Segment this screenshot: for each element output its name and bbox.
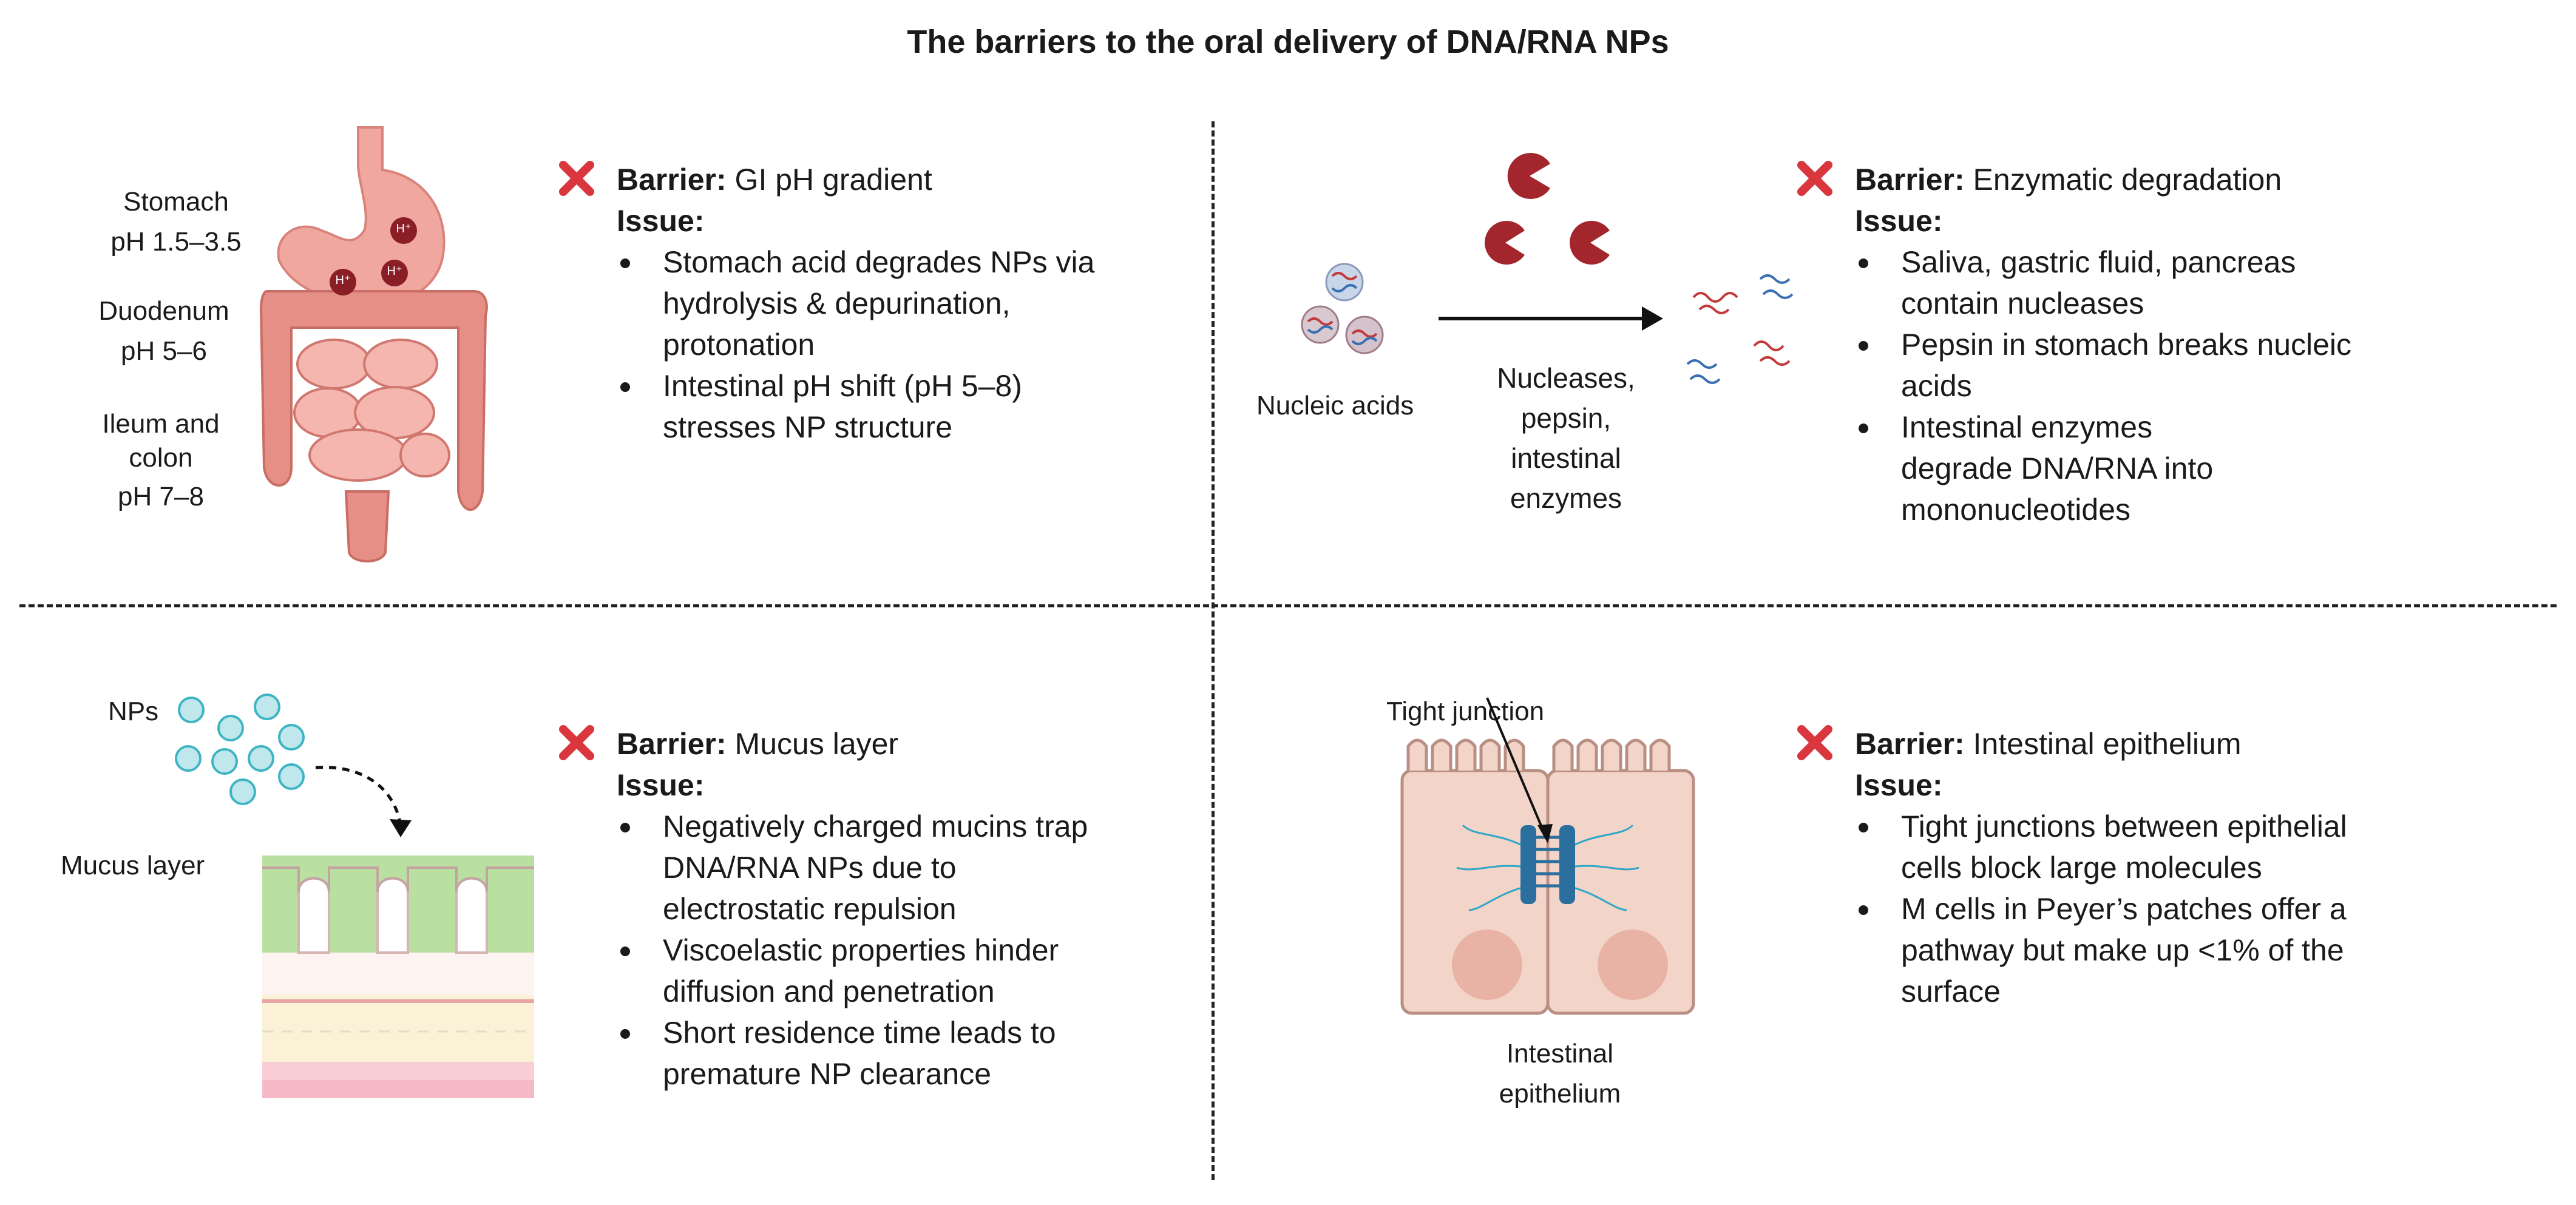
epithelium-label: Intestinal epithelium <box>1469 1034 1651 1114</box>
issue-bullet-continuation: diffusion and penetration <box>663 974 995 1008</box>
issue-bullet-continuation: degrade DNA/RNA into <box>1901 451 2214 485</box>
enzyme-degradation-illustration <box>1301 153 1663 354</box>
stomach-ph-label: pH 1.5–3.5 <box>110 227 242 257</box>
gi-tract-illustration <box>259 126 488 562</box>
degraded-fragments-illustration <box>1686 274 1794 384</box>
x-mark-icon <box>559 725 594 760</box>
enzymes-label: Nucleases, pepsin, intestinal enzymes <box>1457 358 1675 518</box>
enzymes-label-line: Nucleases, <box>1497 362 1635 394</box>
barrier-text: Mucus layer <box>734 727 899 761</box>
issue-bullet: M cells in Peyer’s patches offer a <box>1797 888 2561 930</box>
issue-list: Negatively charged mucins trap DNA/RNA N… <box>558 806 1202 1095</box>
barrier-label: Barrier: <box>1855 163 1965 197</box>
enzymes-label-line: enzymes <box>1510 482 1622 514</box>
barrier-panel-mucus: Barrier: Mucus layer Issue: Negatively c… <box>558 723 1202 1095</box>
vertical-divider <box>1212 121 1215 1180</box>
issue-bullet-continuation: cells block large molecules <box>1901 851 2262 885</box>
issue-bullet-continuation: electrostatic repulsion <box>663 892 957 926</box>
barrier-panel-ph: Barrier: GI pH gradient Issue: Stomach a… <box>558 159 1202 448</box>
barrier-label: Barrier: <box>1855 727 1965 761</box>
x-mark-icon <box>1797 725 1832 760</box>
duodenum-ph-label: pH 5–6 <box>121 336 207 366</box>
horizontal-divider <box>19 604 2557 607</box>
issue-label: Issue: <box>617 204 705 238</box>
ileum-label: Ileum and <box>102 409 220 439</box>
issue-bullet: Viscoelastic properties hinder <box>558 930 1202 971</box>
nanoparticles-illustration <box>175 694 305 805</box>
issue-bullet: Intestinal pH shift (pH 5–8) <box>558 365 1202 407</box>
issue-label: Issue: <box>1855 204 1943 238</box>
barrier-text: GI pH gradient <box>734 163 932 197</box>
enzymes-label-line: pepsin, <box>1520 402 1612 434</box>
x-mark-icon <box>1797 161 1832 196</box>
issue-bullet: Short residence time leads to <box>558 1012 1202 1053</box>
issue-bullet: Intestinal enzymes <box>1797 407 2561 448</box>
issue-bullet-continuation: stresses NP structure <box>663 410 953 444</box>
issue-bullet: Saliva, gastric fluid, pancreas <box>1797 241 2561 283</box>
enzyme-icon <box>1485 153 1610 265</box>
barrier-text: Intestinal epithelium <box>1973 727 2242 761</box>
issue-bullet-continuation: acids <box>1901 369 1972 403</box>
barrier-heading: Barrier: Enzymatic degradation <box>1797 159 2561 200</box>
proton-label: H⁺ <box>335 274 351 287</box>
barrier-heading: Barrier: Mucus layer <box>558 723 1202 765</box>
barrier-heading: Barrier: GI pH gradient <box>558 159 1202 200</box>
nucleic-acids-label: Nucleic acids <box>1256 391 1414 420</box>
issue-label: Issue: <box>1855 768 1943 802</box>
arrow-icon <box>315 766 412 837</box>
tight-junction-label: Tight junction <box>1386 697 1545 726</box>
issue-bullet-continuation: surface <box>1901 974 2001 1008</box>
issue-label: Issue: <box>617 768 705 802</box>
barrier-label: Barrier: <box>617 727 727 761</box>
epithelium-illustration <box>1400 697 1695 1015</box>
colon-label: colon <box>129 443 193 473</box>
x-mark-icon <box>559 161 594 196</box>
barrier-heading: Barrier: Intestinal epithelium <box>1797 723 2561 765</box>
issue-bullet: Tight junctions between epithelial <box>1797 806 2561 847</box>
issue-bullet: Pepsin in stomach breaks nucleic <box>1797 324 2561 365</box>
nucleic-acid-particles <box>1301 263 1384 354</box>
issue-bullet: Stomach acid degrades NPs via <box>558 241 1202 283</box>
duodenum-label: Duodenum <box>98 296 229 326</box>
epithelium-label-line: epithelium <box>1499 1079 1621 1109</box>
stomach-label: Stomach <box>123 187 229 217</box>
ileum-colon-ph-label: pH 7–8 <box>118 482 204 511</box>
issue-bullet-continuation: pathway but make up <1% of the <box>1901 933 2344 967</box>
issue-bullet-continuation: hydrolysis & depurination, <box>663 286 1011 320</box>
mucus-layer-label: Mucus layer <box>61 851 205 880</box>
epithelium-label-line: Intestinal <box>1506 1039 1614 1068</box>
proton-label: H⁺ <box>387 265 402 278</box>
enzymes-label-line: intestinal <box>1511 442 1621 474</box>
barrier-panel-enzymes: Barrier: Enzymatic degradation Issue: Sa… <box>1797 159 2561 530</box>
nps-label: NPs <box>108 697 159 726</box>
issue-list: Saliva, gastric fluid, pancreas contain … <box>1797 241 2561 530</box>
barrier-text: Enzymatic degradation <box>1973 163 2282 197</box>
issue-bullet-continuation: premature NP clearance <box>663 1057 992 1091</box>
barrier-label: Barrier: <box>617 163 727 197</box>
issue-list: Tight junctions between epithelial cells… <box>1797 806 2561 1012</box>
issue-bullet-continuation: protonation <box>663 328 815 362</box>
proton-label: H⁺ <box>396 222 412 235</box>
issue-bullet-continuation: mononucleotides <box>1901 493 2131 527</box>
issue-list: Stomach acid degrades NPs via hydrolysis… <box>558 241 1202 448</box>
mucus-layer-illustration <box>262 856 534 1098</box>
issue-bullet-continuation: DNA/RNA NPs due to <box>663 851 957 885</box>
figure-title: The barriers to the oral delivery of DNA… <box>907 24 1669 60</box>
issue-bullet: Negatively charged mucins trap <box>558 806 1202 847</box>
issue-bullet-continuation: contain nucleases <box>1901 286 2144 320</box>
proton-markers <box>330 217 417 295</box>
barrier-panel-epithelium: Barrier: Intestinal epithelium Issue: Ti… <box>1797 723 2561 1012</box>
